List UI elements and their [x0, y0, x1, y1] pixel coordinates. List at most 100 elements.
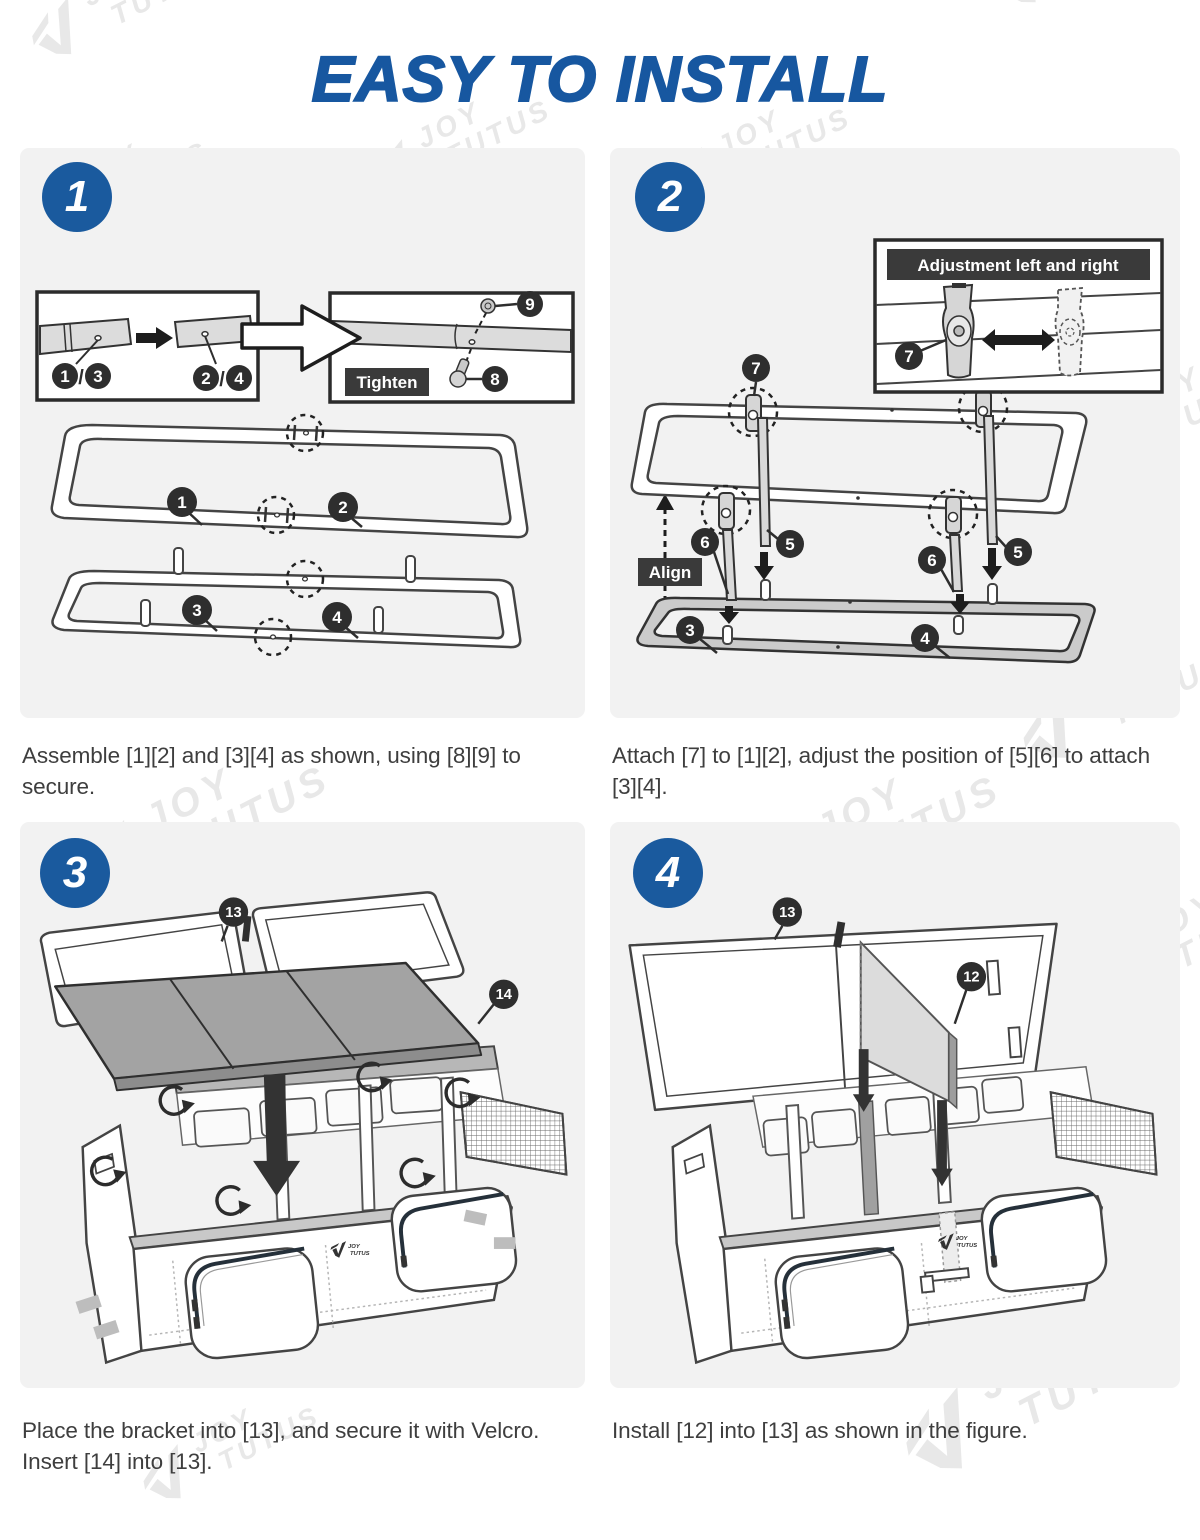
svg-text:Align: Align	[649, 563, 692, 582]
svg-text:1: 1	[177, 493, 186, 512]
insert-arrow-icon	[136, 327, 173, 349]
svg-text:8: 8	[490, 370, 499, 389]
svg-text:JOY: JOY	[348, 1244, 361, 1250]
box-interior-drawing	[752, 1066, 1158, 1220]
down-arrow-icon	[253, 1074, 301, 1197]
callout-8: 8	[466, 366, 508, 392]
svg-text:1: 1	[60, 367, 69, 386]
step-1-diagram: 1 / 3 2 / 4	[35, 290, 575, 657]
callout-4: 4	[911, 624, 951, 659]
svg-text:13: 13	[779, 905, 795, 921]
velcro-strap-drawing	[919, 1267, 970, 1294]
callout-4: 4	[322, 602, 359, 639]
joint-highlight-circle	[256, 495, 296, 535]
callout-9: 9	[494, 291, 543, 317]
svg-text:7: 7	[904, 347, 913, 366]
callout-13: 13	[218, 897, 249, 942]
nut-drawing	[480, 298, 496, 314]
callout-2: 2	[328, 492, 363, 528]
top-frame-drawing: 1 2	[50, 413, 529, 539]
svg-text:Adjustment left and right: Adjustment left and right	[917, 256, 1119, 275]
callout-5-left: 5	[766, 529, 804, 558]
step-4-caption: Install [12] into [13] as shown in the f…	[612, 1418, 1028, 1443]
svg-text:13: 13	[225, 905, 241, 921]
svg-text:6: 6	[927, 551, 936, 570]
divider-strip	[357, 1084, 376, 1212]
callout-3: 3	[182, 595, 218, 632]
mesh-pocket-drawing	[1049, 1091, 1158, 1176]
callout-6-right: 6	[918, 546, 956, 593]
frame-peg	[173, 547, 184, 575]
svg-text:7: 7	[751, 359, 760, 378]
left-right-arrow-icon	[982, 329, 1055, 351]
svg-text:TUTUS: TUTUS	[958, 1243, 978, 1249]
frame-peg	[722, 625, 733, 645]
bottom-frame-drawing	[636, 579, 1096, 664]
mini-brand-logo: JOY TUTUS	[330, 1241, 370, 1258]
slot-ghost-strip	[938, 1210, 962, 1284]
callout-7: 7	[742, 354, 770, 397]
down-arrow-icon	[931, 1100, 953, 1187]
svg-text:14: 14	[496, 987, 513, 1003]
adjustment-inset: Adjustment left and right 7	[873, 238, 1164, 394]
mesh-pocket-drawing	[459, 1091, 568, 1176]
svg-text:JOY: JOY	[956, 1236, 969, 1242]
svg-text:5: 5	[785, 535, 794, 554]
svg-text:/: /	[219, 369, 225, 391]
step-3-panel: JOY TUTUS	[20, 822, 585, 1388]
frame-peg	[953, 615, 964, 635]
frame-peg	[373, 606, 384, 634]
zip-pockets-drawing	[774, 1186, 1108, 1360]
frame-peg	[760, 579, 771, 601]
bracket-ghost-drawing	[1054, 287, 1085, 377]
down-arrow-icon	[852, 1049, 875, 1112]
frame-peg	[405, 555, 416, 583]
frame-peg	[140, 599, 151, 627]
tighten-tag: Tighten	[345, 368, 429, 396]
callout-13: 13	[772, 897, 802, 941]
align-tag: Align	[638, 558, 702, 586]
tube-join-inset: 1 / 3 2 / 4	[35, 290, 260, 402]
step-4-badge: 4	[633, 838, 703, 908]
mat-drawing	[54, 961, 483, 1092]
down-arrow-icon	[754, 552, 774, 580]
step-4-panel: JOY TUTUS 13 12	[610, 822, 1180, 1388]
divider-strip	[440, 1076, 458, 1204]
callout-12: 12	[953, 962, 987, 1025]
joint-highlight-circle	[285, 559, 325, 599]
svg-text:3: 3	[685, 621, 694, 640]
step-2-diagram: 7 5 6	[630, 238, 1164, 664]
callout-1: 1	[167, 487, 203, 526]
top-frame-drawing	[630, 402, 1088, 515]
watermark-text: JOY	[77, 0, 209, 13]
step-3-caption: Place the bracket into [13], and secure …	[22, 1418, 540, 1474]
step-2-badge: 2	[635, 162, 705, 232]
svg-text:4: 4	[332, 608, 342, 627]
step-3-badge: 3	[40, 838, 110, 908]
tighten-inset: 9 8 Tighten	[328, 291, 575, 404]
callout-6-left: 6	[691, 528, 730, 595]
svg-text:3: 3	[93, 367, 102, 386]
page-title: EASY TO INSTALL	[311, 42, 889, 116]
box-front-drawing: JOY TUTUS	[671, 1123, 1108, 1365]
svg-text:3: 3	[192, 601, 201, 620]
watermark-text: TUTUS	[106, 0, 223, 32]
svg-text:6: 6	[700, 533, 709, 552]
divider-strip	[785, 1103, 805, 1220]
step-1-badge: 1	[42, 162, 112, 232]
step-1-caption: Assemble [1][2] and [3][4] as shown, usi…	[22, 743, 521, 799]
down-arrow-icon	[982, 548, 1002, 580]
step-2-caption: Attach [7] to [1][2], adjust the positio…	[612, 743, 1150, 799]
adjustment-tag: Adjustment left and right	[887, 249, 1150, 280]
next-step-arrow-icon	[240, 304, 362, 372]
svg-text:2: 2	[338, 498, 347, 517]
screw-drawing	[449, 358, 470, 388]
divider-panel-drawing	[859, 940, 958, 1110]
zip-pockets-drawing	[184, 1186, 518, 1360]
step-1-panel: 1 / 3 2 / 4	[20, 148, 585, 718]
callout-2-4: 2 / 4	[193, 335, 252, 391]
leg-rods-drawing	[719, 415, 1002, 624]
svg-text:TUTUS: TUTUS	[350, 1251, 370, 1257]
